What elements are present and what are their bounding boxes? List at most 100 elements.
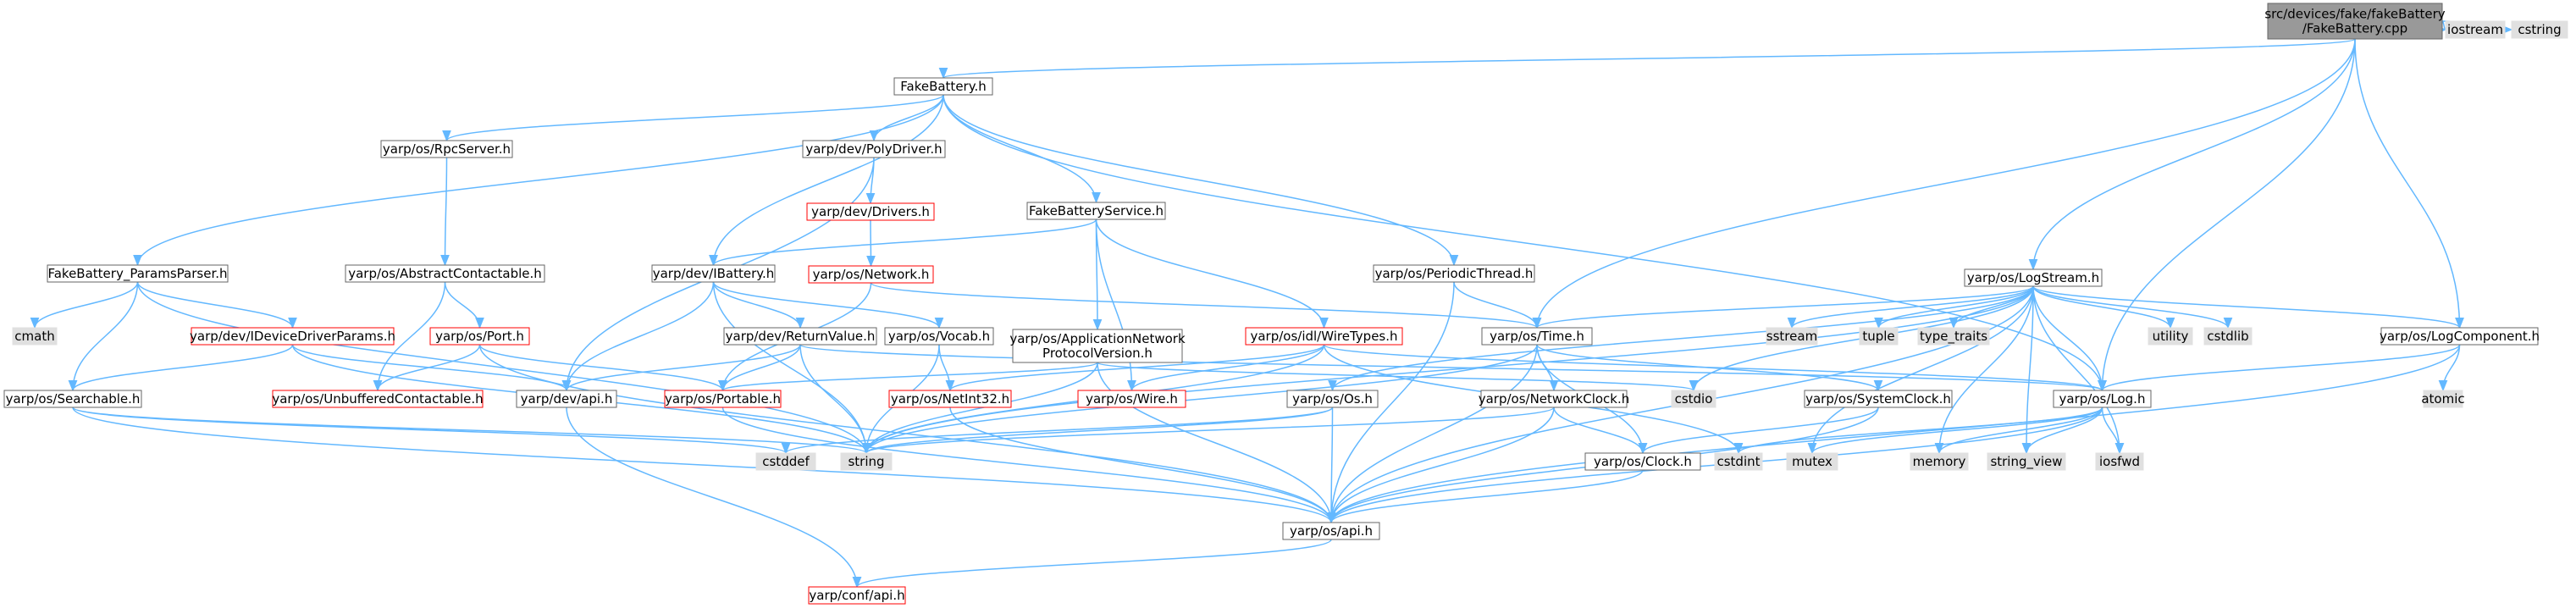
node-box [888,390,1012,408]
node-label: yarp/os/LogComponent.h [2380,329,2540,344]
node-yarp-os-api-h[interactable]: yarp/os/api.h [1282,522,1380,540]
node-box [1917,327,1990,346]
edge-fakebattery_h-to-fbservice [943,94,1101,204]
node-yarp-os-log-h[interactable]: yarp/os/Log.h [2053,390,2152,408]
node-box [1481,327,1593,346]
edge-fakebattery_h-to-rpcserver [442,94,944,142]
node-yarp-dev-api-h[interactable]: yarp/dev/api.h [516,390,617,408]
edge-fakebattery_h-to-logh [943,94,2107,392]
node-memory: memory [1910,452,1969,471]
node-box [1987,452,2066,471]
node-cstdlib: cstdlib [2203,327,2253,346]
node-label: cstddef [762,454,810,469]
node-box [755,452,816,471]
node-label: yarp/os/api.h [1290,523,1373,539]
node-yarp-os-network-h[interactable]: yarp/os/Network.h [808,265,934,284]
node-box [1584,452,1701,471]
node-fakebatteryservice-h[interactable]: FakeBatteryService.h [1026,202,1166,220]
node-label: yarp/conf/api.h [809,588,904,603]
node-box [1286,390,1379,408]
edge-timeh-to-sysclock [1536,344,1883,392]
node-box [884,327,994,346]
node-box [1964,268,2103,287]
node-label: cstdint [1716,454,1760,469]
edge-paramsparser-to-cmath [30,281,139,329]
node-yarp-os-systemclock-h[interactable]: yarp/os/SystemClock.h [1804,390,1953,408]
node-yarp-os-rpcserver-h[interactable]: yarp/os/RpcServer.h [380,140,513,158]
node-box [1671,390,1716,408]
node-utility: utility [2148,327,2193,346]
node-sstream: sstream [1766,327,1818,346]
edge-netclock-to-string [862,407,1555,455]
node-cstdint: cstdint [1714,452,1763,471]
node-box [2445,20,2506,39]
node-yarp-dev-returnvalue-h[interactable]: yarp/dev/ReturnValue.h [723,327,877,346]
node-yarp-os-vocab-h[interactable]: yarp/os/Vocab.h [884,327,994,346]
node-yarp-dev-drivers-h[interactable]: yarp/dev/Drivers.h [806,202,935,221]
node-yarp-os-portable-h[interactable]: yarp/os/Portable.h [664,390,782,408]
node-yarp-os-unbufferedcontactable-h[interactable]: yarp/os/UnbufferedContactable.h [272,390,484,408]
node-yarp-os-periodicthread-h[interactable]: yarp/os/PeriodicThread.h [1373,264,1535,283]
edge-abscontact-to-port [444,281,484,329]
node-yarp-conf-api-h[interactable]: yarp/conf/api.h [808,586,906,605]
node-box [808,586,906,605]
node-box [1282,522,1380,540]
node-fakebattery-paramsparser-h[interactable]: FakeBattery_ParamsParser.h [47,264,229,283]
node-yarp-os-port-h[interactable]: yarp/os/Port.h [429,327,530,346]
node-yarp-os-netint32-h[interactable]: yarp/os/NetInt32.h [888,390,1012,408]
node-box [272,390,484,408]
edge-fakebattery_h-to-polydriver [869,94,944,142]
edge-logstream-to-cstdlib [2032,285,2233,329]
node-box [2095,452,2144,471]
node-label: cstring [2518,22,2561,37]
edge-clock-to-osapi [1326,469,1644,524]
edge-vocab-to-netint32 [938,344,955,392]
edge-fakebattery_h-to-paramsparser [133,94,944,267]
node-box [1373,264,1535,283]
node-yarp-os-abstractcontactable-h[interactable]: yarp/os/AbstractContactable.h [345,264,545,283]
node-yarp-dev-polydriver-h[interactable]: yarp/dev/PolyDriver.h [802,140,946,158]
node-label: /FakeBattery.cpp [2302,21,2407,36]
node-label: cmath [14,329,54,344]
node-yarp-dev-idevicedriverparams-h[interactable]: yarp/dev/IDeviceDriverParams.h [190,327,395,346]
edge-fakebattery_h-to-periodic [943,94,1459,267]
edge-root-to-logcomp [2354,38,2464,329]
node-cmath: cmath [12,327,58,346]
node-yarp-os-idl-wiretypes-h[interactable]: yarp/os/idl/WireTypes.h [1245,327,1403,346]
node-tuple: tuple [1859,327,1899,346]
node-yarp-os-networkclock-h[interactable]: yarp/os/NetworkClock.h [1479,390,1630,408]
node-box [664,390,782,408]
edge-paramsparser-to-string [136,281,871,455]
node-string: string [840,452,893,471]
node-yarp-os-wire-h[interactable]: yarp/os/Wire.h [1077,390,1186,408]
node-box [1786,452,1838,471]
node-yarp-os-applicationnetworkprotocolversion-h[interactable]: yarp/os/ApplicationNetworkProtocolVersio… [1009,329,1186,363]
node-src-devices-fake-fakebattery-fakebattery-cpp[interactable]: src/devices/fake/fakeBattery/FakeBattery… [2264,3,2446,40]
edge-logstream-to-iosfwd [2032,285,2125,455]
node-yarp-os-logstream-h[interactable]: yarp/os/LogStream.h [1964,268,2103,287]
node-box [3,390,142,408]
node-yarp-os-logcomponent-h[interactable]: yarp/os/LogComponent.h [2380,327,2540,346]
node-label: tuple [1862,329,1894,344]
edge-ibattery-to-retval [712,281,805,329]
node-yarp-os-os-h[interactable]: yarp/os/Os.h [1286,390,1379,408]
node-label: type_traits [1920,329,1987,345]
node-yarp-os-searchable-h[interactable]: yarp/os/Searchable.h [3,390,142,408]
node-yarp-os-clock-h[interactable]: yarp/os/Clock.h [1584,452,1701,471]
edge-logh-to-cstdint [1733,407,2103,455]
node-yarp-os-time-h[interactable]: yarp/os/Time.h [1481,327,1593,346]
node-label: iosfwd [2099,454,2140,469]
node-yarp-dev-ibattery-h[interactable]: yarp/dev/IBattery.h [651,264,776,283]
edge-searchable-to-osapi [72,407,1336,524]
node-box [806,202,935,221]
node-label: yarp/os/Port.h [435,329,524,344]
node-mutex: mutex [1786,452,1838,471]
node-label: yarp/os/Searchable.h [6,391,141,407]
node-label: yarp/dev/api.h [521,391,613,407]
edge-root-to-timeh [1532,38,2356,329]
node-box [429,327,530,346]
node-fakebattery-h[interactable]: FakeBattery.h [893,77,993,96]
node-label: FakeBattery_ParamsParser.h [47,266,227,282]
node-label: yarp/os/Time.h [1490,329,1584,344]
edge-logcomp-to-atomic [2438,344,2461,392]
